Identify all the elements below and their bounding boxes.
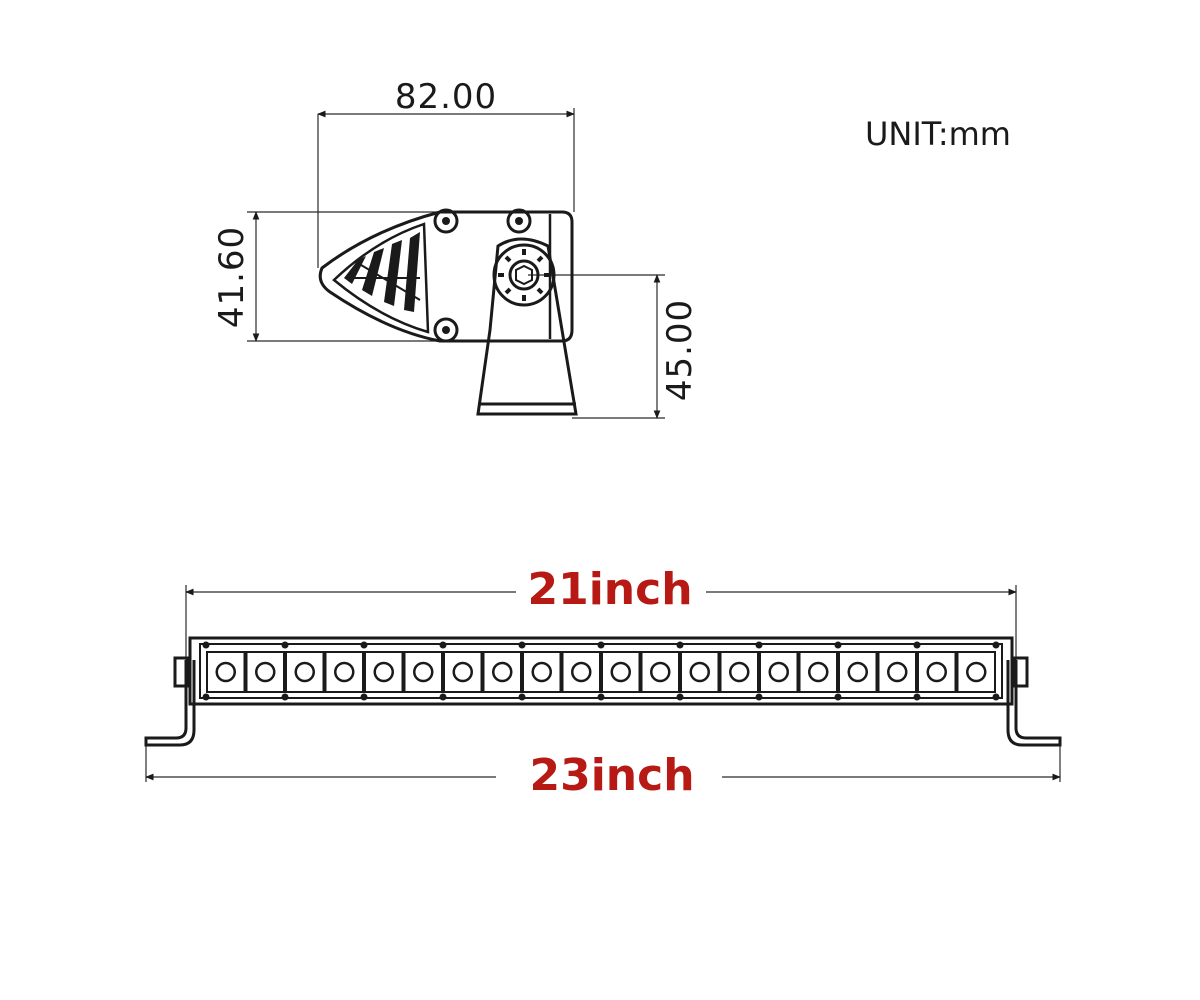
led-cell bbox=[522, 651, 562, 693]
housing-screw bbox=[202, 693, 210, 701]
led-cell bbox=[206, 651, 246, 693]
housing-screw bbox=[597, 693, 605, 701]
led-cell bbox=[561, 651, 601, 693]
led-cell bbox=[364, 651, 404, 693]
right-mount-knob bbox=[1013, 656, 1029, 688]
led-row bbox=[206, 651, 996, 693]
led-cell bbox=[324, 651, 364, 693]
mounting-bracket bbox=[476, 237, 578, 416]
left-mount-knob bbox=[173, 656, 189, 688]
light-length-label: 21inch bbox=[527, 564, 692, 615]
led-cell bbox=[245, 651, 285, 693]
led-cell bbox=[403, 651, 443, 693]
led-cell bbox=[956, 651, 996, 693]
housing-screw bbox=[676, 693, 684, 701]
housing-screw bbox=[992, 641, 1000, 649]
housing-screw bbox=[913, 641, 921, 649]
housing-screw bbox=[518, 641, 526, 649]
reflector-fins bbox=[344, 232, 421, 312]
led-cell bbox=[680, 651, 720, 693]
led-cell bbox=[877, 651, 917, 693]
housing-screw bbox=[992, 693, 1000, 701]
housing-screw bbox=[755, 641, 763, 649]
housing-screw bbox=[834, 641, 842, 649]
housing-screw bbox=[913, 693, 921, 701]
housing-screw bbox=[676, 641, 684, 649]
housing-screw bbox=[281, 641, 289, 649]
right-mount-bracket bbox=[1006, 660, 1062, 747]
bottom-screw-row bbox=[202, 693, 1000, 701]
housing-screw bbox=[834, 693, 842, 701]
top-screw-row bbox=[202, 641, 1000, 649]
led-cell bbox=[640, 651, 680, 693]
housing-screw bbox=[360, 693, 368, 701]
led-cell bbox=[917, 651, 957, 693]
housing-screws bbox=[433, 208, 532, 343]
led-cell bbox=[798, 651, 838, 693]
housing-screw bbox=[755, 693, 763, 701]
led-cell bbox=[838, 651, 878, 693]
housing-screw bbox=[360, 641, 368, 649]
bar-housing bbox=[188, 636, 1014, 706]
front-view: 21inch 23inch bbox=[144, 564, 1062, 801]
led-cell bbox=[443, 651, 483, 693]
pivot-knob bbox=[492, 243, 556, 307]
left-mount-bracket bbox=[144, 660, 196, 747]
housing-screw bbox=[597, 641, 605, 649]
led-cell bbox=[601, 651, 641, 693]
bracket-dimension-label: 45.00 bbox=[660, 299, 700, 401]
housing-screw bbox=[439, 641, 447, 649]
housing-screw bbox=[281, 693, 289, 701]
led-cell bbox=[285, 651, 325, 693]
side-view: 82.00 41.60 45.00 bbox=[212, 77, 700, 419]
housing-screw bbox=[439, 693, 447, 701]
unit-label: UNIT:mm bbox=[865, 115, 1011, 153]
width-dimension-label: 82.00 bbox=[395, 77, 497, 117]
led-cell bbox=[482, 651, 522, 693]
lens-outline bbox=[332, 222, 430, 334]
overall-length-label: 23inch bbox=[529, 750, 694, 801]
height-dimension-label: 41.60 bbox=[212, 226, 252, 328]
housing-outline bbox=[318, 210, 574, 343]
led-cell bbox=[759, 651, 799, 693]
led-cell bbox=[719, 651, 759, 693]
housing-screw bbox=[202, 641, 210, 649]
housing-screw bbox=[518, 693, 526, 701]
